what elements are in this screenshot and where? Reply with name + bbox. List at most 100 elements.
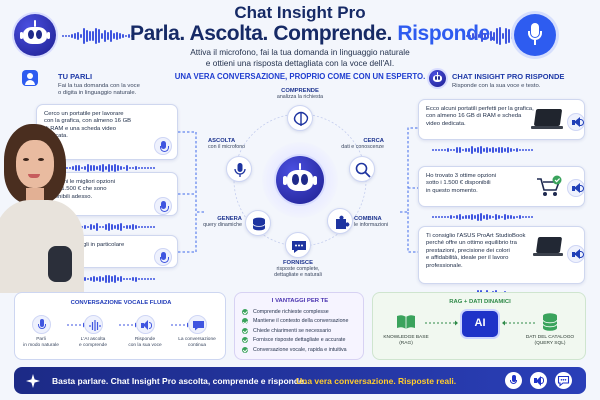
step-desc: dettagliate e naturali xyxy=(274,272,322,279)
benefit-item: Fornisce risposte dettagliate e accurate xyxy=(242,337,348,344)
tagline-main: Parla. Ascolta. Comprende. xyxy=(130,22,392,45)
mic-icon xyxy=(31,315,51,334)
sparkle-icon xyxy=(26,374,40,388)
shopping-cart-icon xyxy=(537,175,562,196)
rag-card-title: RAG + DATI DINAMICI xyxy=(449,299,511,305)
benefits-list: Comprende richieste complesse Mantiene i… xyxy=(242,309,348,356)
rag-arrows xyxy=(425,320,535,326)
step-title: ASCOLTA xyxy=(208,138,236,144)
tagline-accent: Risponde. xyxy=(397,22,496,45)
left-desc-line: Fai la tua domanda con la voce xyxy=(58,83,140,89)
mic-icon[interactable] xyxy=(154,197,172,215)
laptop-image xyxy=(535,237,563,253)
subtitle-line-2: e ottieni una risposta dettagliata con l… xyxy=(205,57,395,68)
ai-label: AI xyxy=(474,317,486,329)
speaker-icon xyxy=(534,378,537,383)
header-subtitle: Attiva il microfono, fai la tua domanda … xyxy=(140,47,460,68)
step-title: CERCA xyxy=(363,138,384,144)
footer-bar: Basta parlare. Chat Insight Pro ascolta,… xyxy=(14,367,586,394)
woman-illustration xyxy=(0,118,92,293)
assistant-waveform xyxy=(432,212,533,222)
step-title: FORNISCE xyxy=(283,260,313,266)
header-mic-icon xyxy=(531,23,539,37)
right-panel-desc: Risponde con la sua voce e testo. xyxy=(452,83,541,89)
puzzle-icon xyxy=(327,208,353,234)
step-desc: analizza la richiesta xyxy=(276,94,324,100)
brain-icon xyxy=(287,105,313,131)
step-combina: COMBINA le informazioni xyxy=(354,216,414,228)
benefit-item: Conversazione vocale, rapida e intuitiva xyxy=(242,346,348,353)
left-panel-desc: Fai la tua domanda con la voce o digita … xyxy=(58,83,140,97)
left-desc-line: o digita in linguaggio naturale. xyxy=(58,90,137,96)
chat-icon xyxy=(557,375,570,387)
assistant-message-1: Ecco alcuni portatili perfetti per la gr… xyxy=(418,99,585,140)
user-icon xyxy=(22,70,38,86)
subtitle-line-1: Attiva il microfono, fai la tua domanda … xyxy=(190,47,410,57)
microphone-icon xyxy=(226,156,252,182)
step-desc: le informazioni xyxy=(354,222,389,228)
rag-card: RAG + DATI DINAMICI KNOWLEDGE BASE(RAG) … xyxy=(372,292,586,360)
mic-icon[interactable] xyxy=(154,248,172,266)
speaker-icon xyxy=(135,315,155,334)
assistant-message-text: Ecco alcuni portatili perfetti per la gr… xyxy=(426,106,534,127)
benefits-card: I VANTAGGI PER TE Comprende richieste co… xyxy=(234,292,364,360)
benefit-item: Chiede chiarimenti se necessario xyxy=(242,327,348,334)
footer-speaker-button[interactable] xyxy=(530,372,547,389)
catalog-label: DATI DEL CATALOGO(QUERY SQL) xyxy=(525,335,575,346)
footer-accent-text: Una vera conversazione. Risposte reali. xyxy=(296,375,457,386)
laptop-image xyxy=(533,109,563,126)
step-desc: query dinamiche xyxy=(203,222,242,228)
header-mic-button[interactable] xyxy=(514,14,556,56)
voice-card-title: CONVERSAZIONE VOCALE FLUIDA xyxy=(70,300,172,306)
ai-chip-icon: AI xyxy=(462,311,498,337)
header-robot-icon xyxy=(14,14,56,56)
step-desc: con il microfono xyxy=(208,144,246,150)
mic-icon xyxy=(511,375,516,382)
benefit-item: Mantiene il contesto della conversazione xyxy=(242,318,348,325)
benefit-item: Comprende richieste complesse xyxy=(242,309,348,315)
step-title: GENERA xyxy=(217,216,242,222)
benefits-card-title: I VANTAGGI PER TE xyxy=(271,298,329,304)
chat-icon xyxy=(187,315,207,334)
step-cerca: CERCA dati e conoscenze xyxy=(324,138,384,150)
step-desc: risposte complete, xyxy=(276,266,320,272)
step-genera: GENERA query dinamiche xyxy=(186,216,242,228)
center-robot-icon xyxy=(276,156,324,204)
left-panel-heading: TU PARLI xyxy=(58,72,93,81)
step-fornisce: FORNISCE risposte complete, dettagliate … xyxy=(258,260,338,279)
step-title: COMBINA xyxy=(354,216,382,222)
waveform-icon xyxy=(83,315,103,334)
assistant-robot-icon xyxy=(429,70,446,87)
center-banner: UNA VERA CONVERSAZIONE, PROPRIO COME CON… xyxy=(174,72,426,81)
assistant-waveform xyxy=(432,145,533,155)
kb-label: KNOWLEDGE BASE(RAG) xyxy=(383,335,429,346)
step-ascolta: ASCOLTA con il microfono xyxy=(208,138,268,150)
app-title: Chat Insight Pro xyxy=(234,3,366,22)
footer-mic-button[interactable] xyxy=(505,372,522,389)
database-icon xyxy=(542,313,558,331)
book-icon xyxy=(397,315,415,329)
footer-chat-button[interactable] xyxy=(555,372,572,389)
footer-text: Basta parlare. Chat Insight Pro ascolta,… xyxy=(52,375,307,386)
database-icon xyxy=(245,210,271,236)
speaker-icon[interactable] xyxy=(567,245,585,263)
chat-bubble-icon xyxy=(285,232,311,258)
mic-icon[interactable] xyxy=(154,137,172,155)
step-comprende: COMPRENDE analizza la richiesta xyxy=(260,88,340,100)
right-panel-heading: CHAT INSIGHT PRO RISPONDE xyxy=(452,72,565,81)
speaker-icon[interactable] xyxy=(567,179,585,197)
speaker-icon[interactable] xyxy=(567,113,585,131)
step-title: COMPRENDE xyxy=(281,88,319,94)
search-icon xyxy=(349,156,375,182)
header-left-waveform xyxy=(62,25,133,47)
